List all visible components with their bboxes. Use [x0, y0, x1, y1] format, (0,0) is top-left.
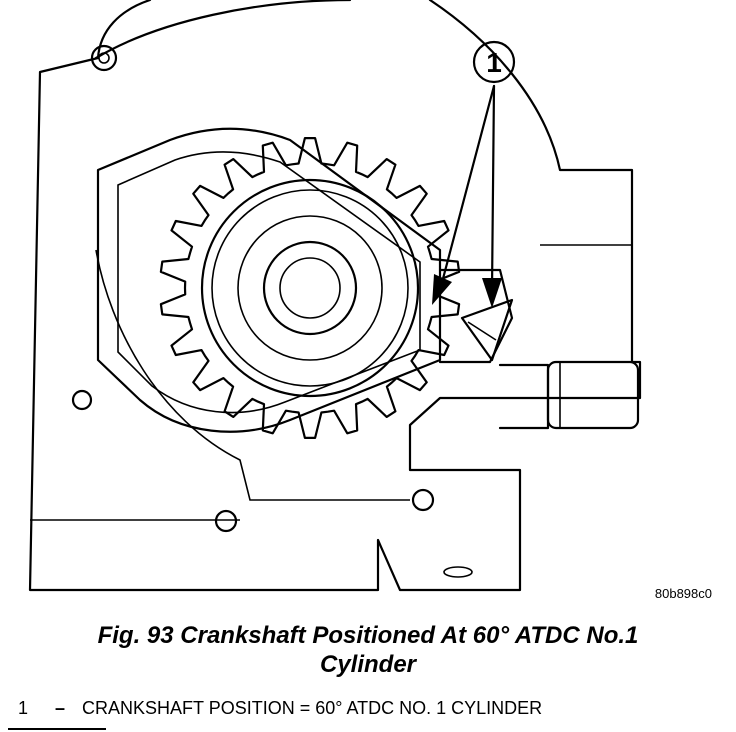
bolt-hole-right	[411, 488, 435, 512]
arrow-icon	[432, 84, 502, 308]
legend-number: 1	[18, 698, 29, 718]
oval-slot	[443, 566, 473, 578]
legend-text: CRANKSHAFT POSITION = 60° ATDC NO. 1 CYL…	[82, 698, 543, 718]
callout-number: 1	[486, 47, 502, 78]
sprocket-hub-outer	[200, 178, 420, 398]
engine-block-outline	[28, 0, 642, 592]
bolt-hole-bottom-left	[214, 509, 238, 533]
oil-pump-housing	[96, 127, 442, 433]
legend-dash: –	[55, 698, 66, 718]
sensor-connector	[498, 363, 550, 430]
caption-line-2: Cylinder	[319, 651, 417, 678]
cover-arc	[94, 0, 352, 60]
callout-circle	[472, 40, 516, 84]
sprocket-teeth	[159, 137, 461, 439]
engine-diagram: 1	[28, 0, 642, 592]
bolt-boss-top	[90, 44, 118, 72]
crankshaft-bore	[262, 240, 358, 336]
position-wedge	[460, 298, 514, 362]
legend-item: 1 – CRANKSHAFT POSITION = 60° ATDC NO. 1…	[18, 698, 728, 719]
figure-caption: Fig. 93 Crankshaft Positioned At 60° ATD…	[0, 621, 736, 680]
bolt-hole-left	[71, 389, 93, 411]
sensor-bracket	[438, 268, 514, 364]
caption-line-1: Fig. 93 Crankshaft Positioned At 60° ATD…	[97, 622, 639, 649]
figure-code: 80b898c0	[654, 586, 712, 601]
crankshaft-sprocket-icon	[159, 137, 461, 439]
legend-underline	[8, 728, 106, 730]
